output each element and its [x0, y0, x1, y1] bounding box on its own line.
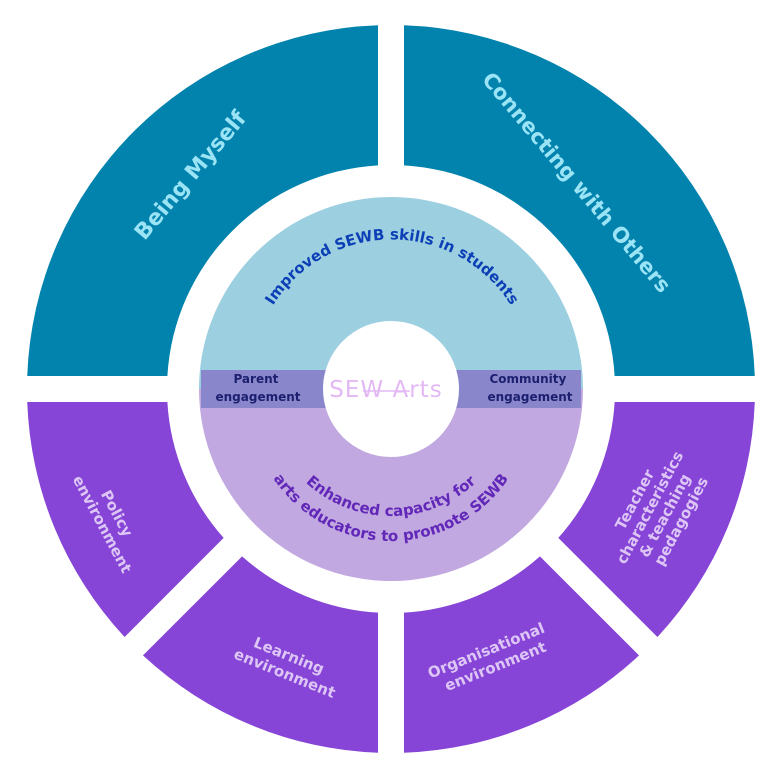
segment-policy-environment: [27, 402, 224, 638]
label-community-engagement: Community engagement: [487, 372, 572, 404]
inner-top-half: [199, 197, 583, 389]
segment-teacher-characteristics: [558, 402, 755, 638]
outer-ring: [27, 25, 755, 753]
logo-text: SEW Arts: [329, 377, 442, 403]
inner-bottom-half: [199, 389, 583, 581]
label-parent-engagement: Parent engagement: [215, 372, 300, 404]
segment-organisational-environment: [404, 556, 640, 753]
segment-learning-environment: [142, 556, 378, 753]
center-hole: [323, 321, 459, 457]
segment-being-myself: [27, 25, 379, 377]
segment-connecting-with-others: [404, 25, 755, 377]
label-teacher-characteristics: Teacher characteristics & teaching pedag…: [598, 436, 720, 583]
inner-ring: [199, 197, 583, 581]
sew-arts-logo: SEW Arts: [329, 377, 442, 403]
